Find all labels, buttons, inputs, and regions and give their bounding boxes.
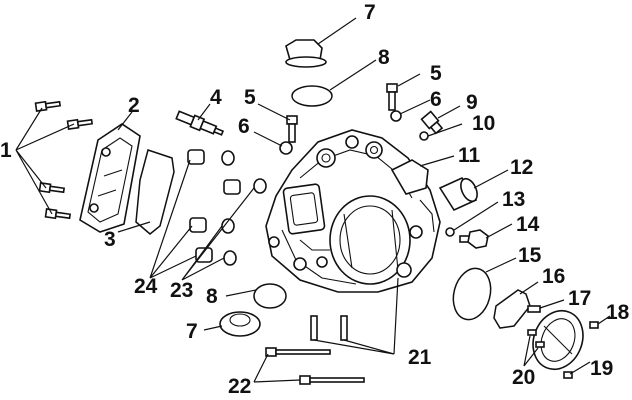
callout-3: 3 [104, 228, 116, 251]
callout-6-right: 6 [430, 88, 442, 111]
callout-18: 18 [606, 301, 630, 324]
screw-20a [527, 329, 537, 336]
screw-19 [563, 371, 573, 379]
side-cover [79, 123, 141, 233]
bolt-5-right [386, 83, 398, 111]
bolt-5-left [286, 115, 298, 143]
cover-gasket [135, 149, 175, 235]
leader-lines [15, 17, 611, 383]
callout-6-left: 6 [238, 115, 250, 138]
spark-plug [175, 110, 225, 136]
washer-10 [419, 131, 429, 141]
callout-16: 16 [542, 265, 565, 288]
bolt-1-set [34, 100, 94, 220]
washer-6-left [279, 141, 293, 155]
screw-20b [535, 341, 545, 348]
filler-cap-top [285, 39, 327, 68]
sleeve-12 [438, 176, 478, 212]
callout-15: 15 [518, 244, 542, 267]
callout-11: 11 [458, 144, 481, 167]
callout-7-bottom: 7 [186, 320, 198, 343]
stud-21-set [310, 315, 348, 341]
callout-8-top: 8 [378, 46, 390, 69]
callout-23: 23 [170, 279, 193, 302]
callout-14: 14 [516, 213, 540, 236]
plug-7-bottom [219, 311, 261, 337]
o-ring-8-top [291, 85, 333, 107]
callout-2: 2 [128, 94, 140, 117]
gasket-16 [493, 289, 531, 329]
cylinder-head [265, 129, 441, 293]
bolt-22-set [265, 347, 365, 385]
callout-19: 19 [590, 357, 613, 380]
callout-4: 4 [210, 86, 222, 109]
o-ring-8-bottom [253, 283, 287, 309]
callout-8-bottom: 8 [206, 285, 218, 308]
washer-23-set [221, 150, 267, 266]
washer-13 [445, 227, 455, 237]
callout-17: 17 [568, 287, 591, 310]
callout-12: 12 [510, 156, 533, 179]
callout-10: 10 [472, 112, 495, 135]
pin-17 [527, 305, 541, 313]
callout-24: 24 [134, 275, 158, 298]
callout-20: 20 [512, 366, 535, 389]
fitting-9 [420, 110, 444, 135]
bolt-14 [459, 229, 489, 249]
callout-22: 22 [228, 375, 251, 398]
nut-24-set [187, 149, 241, 263]
callout-9: 9 [466, 91, 478, 114]
o-ring-15 [452, 267, 492, 321]
callout-13: 13 [502, 188, 525, 211]
callout-7-top: 7 [364, 1, 376, 24]
callout-21: 21 [408, 346, 432, 369]
screw-18 [589, 321, 599, 329]
callout-5-right: 5 [430, 62, 442, 85]
callout-5-left: 5 [244, 86, 256, 109]
cover-19 [532, 309, 584, 371]
callout-1: 1 [0, 139, 12, 162]
washer-6-right [390, 110, 402, 122]
